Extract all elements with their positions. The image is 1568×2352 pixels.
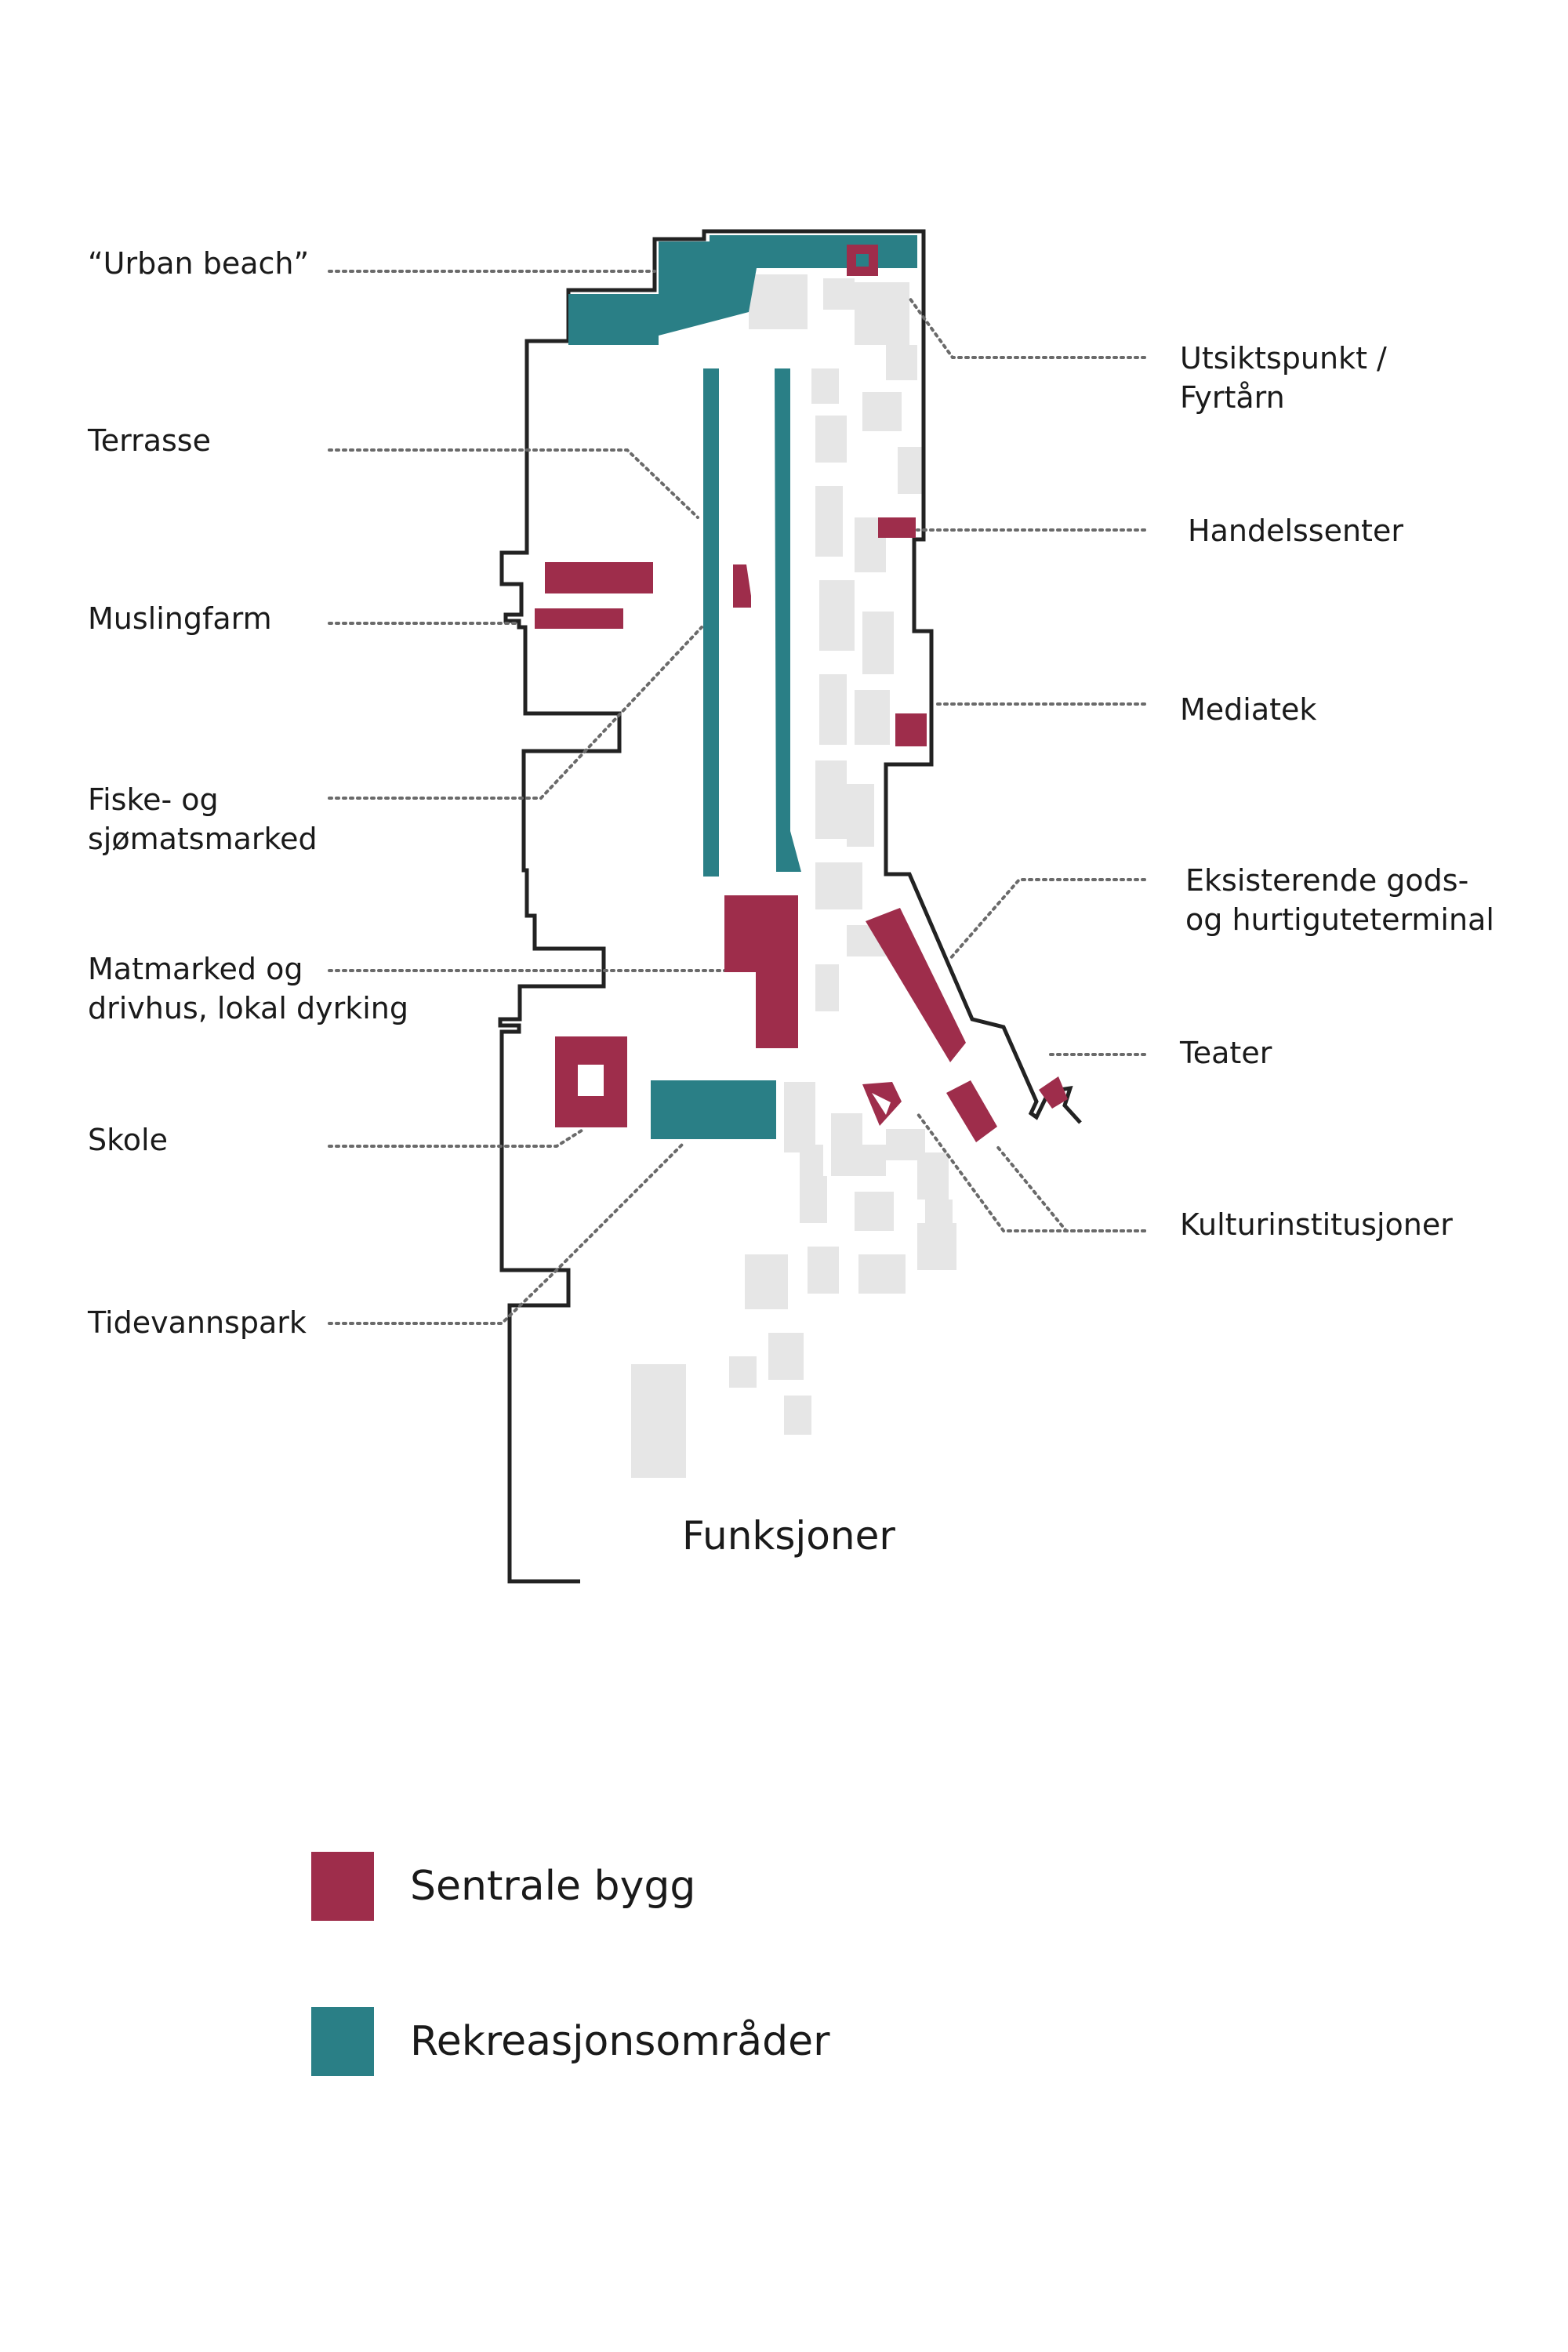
- urban-beach-area: [568, 235, 917, 345]
- food-market-building: [724, 895, 798, 1048]
- label-urban-beach: “Urban beach”: [88, 246, 310, 281]
- school-building: [555, 1036, 627, 1127]
- label-matmarked: Matmarked og drivhus, lokal dyrking: [88, 952, 408, 1025]
- promenade-strip-east: [775, 368, 801, 872]
- label-skole: Skole: [88, 1123, 168, 1157]
- leader-lines: [328, 270, 1146, 1325]
- culture-building-b: [946, 1080, 997, 1142]
- central-buildings: [535, 245, 1068, 1142]
- media-library: [895, 713, 927, 746]
- label-muslingfarm: Muslingfarm: [88, 601, 272, 636]
- mussel-farm-bottom: [535, 608, 623, 629]
- context-buildings: [631, 274, 956, 1478]
- culture-building-a: [862, 1082, 902, 1126]
- legend-swatch-recreation: [311, 2007, 374, 2076]
- legend-swatch-buildings: [311, 1852, 374, 1921]
- mussel-farm-top: [545, 562, 653, 593]
- site-outline: [498, 229, 1082, 1584]
- legend-item-recreation: Rekreasjonsområder: [311, 2007, 830, 2076]
- label-terrasse: Terrasse: [88, 423, 211, 458]
- promenade-strip-west: [703, 368, 719, 877]
- recreation-areas: [568, 235, 917, 1139]
- label-handelssenter: Handelssenter: [1188, 514, 1403, 548]
- legend-item-buildings: Sentrale bygg: [311, 1852, 695, 1921]
- fish-market-building: [733, 564, 751, 608]
- label-teater: Teater: [1180, 1036, 1272, 1070]
- map-title: Funksjoner: [682, 1513, 895, 1559]
- trade-center: [878, 517, 916, 538]
- label-terminal: Eksisterende gods- og hurtiguteterminal: [1185, 863, 1494, 937]
- label-tidevannspark: Tidevannspark: [88, 1305, 307, 1340]
- lighthouse-building: [847, 245, 878, 276]
- legend-label-recreation: Rekreasjonsområder: [410, 2018, 830, 2065]
- label-fiskemarked: Fiske- og sjømatsmarked: [88, 782, 318, 856]
- tidal-park-area: [651, 1080, 776, 1139]
- label-utsiktspunkt: Utsiktspunkt / Fyrtårn: [1180, 341, 1387, 415]
- legend-label-buildings: Sentrale bygg: [410, 1863, 696, 1910]
- theater-building: [1039, 1076, 1068, 1109]
- label-mediatek: Mediatek: [1180, 692, 1317, 727]
- label-kulturinstitusjoner: Kulturinstitusjoner: [1180, 1207, 1453, 1242]
- terminal-building: [866, 908, 966, 1062]
